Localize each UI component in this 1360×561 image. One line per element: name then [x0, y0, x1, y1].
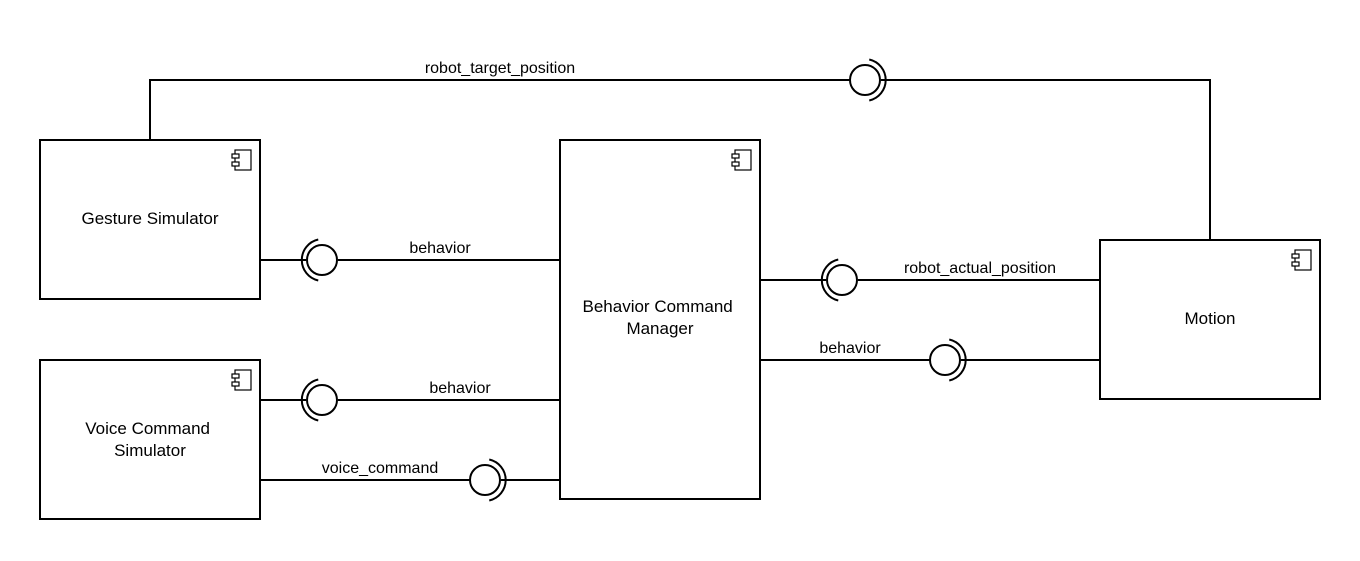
component-behavior-command-manager[interactable]: Behavior Command Manager: [559, 139, 761, 500]
wire-robot-target-position-end: [881, 79, 1211, 240]
component-label-line-2: Manager: [626, 319, 693, 338]
socket-arc-icon: [869, 58, 887, 102]
component-label: Gesture Simulator: [82, 209, 219, 228]
component-voice-command-simulator[interactable]: Voice Command Simulator: [39, 359, 261, 520]
label-gesture-behavior: behavior: [409, 240, 471, 257]
component-gesture-simulator[interactable]: Gesture Simulator: [39, 139, 261, 300]
component-label-line-2: Simulator: [114, 441, 186, 460]
wire-robot-target-position: [149, 79, 850, 140]
component-label-line-1: Gesture Simulator: [82, 209, 219, 228]
component-label-line-1: Voice Command: [85, 419, 210, 438]
component-box: [559, 139, 761, 500]
lollipop-ball-icon: [929, 344, 961, 376]
component-icon: [231, 369, 252, 391]
lollipop-ball-icon: [849, 64, 881, 96]
connector-robot-target-position: [849, 58, 887, 102]
connector-voice-behavior: [300, 378, 338, 422]
socket-arc-icon: [820, 258, 839, 302]
label-robot-target-position: robot_target_position: [425, 60, 575, 77]
label-robot-actual-position: robot_actual_position: [904, 260, 1056, 277]
component-label-line-1: Behavior Command: [583, 297, 733, 316]
connector-gesture-behavior: [300, 238, 338, 282]
component-icon: [731, 149, 752, 171]
lollipop-ball-icon: [826, 264, 858, 296]
component-label: Voice Command Simulator: [85, 419, 214, 460]
socket-arc-icon: [300, 378, 319, 422]
lollipop-ball-icon: [469, 464, 501, 496]
component-box: [1099, 239, 1321, 400]
lollipop-ball-icon: [306, 384, 338, 416]
socket-arc-icon: [489, 458, 507, 502]
component-motion[interactable]: Motion: [1099, 239, 1321, 400]
connector-voice-command: [469, 458, 507, 502]
component-label: Motion: [1184, 309, 1235, 328]
connector-motion-behavior: [929, 338, 967, 382]
component-icon: [231, 149, 252, 171]
connector-robot-actual-position: [820, 258, 858, 302]
component-icon: [1291, 249, 1312, 271]
component-label-line-1: Motion: [1184, 309, 1235, 328]
lollipop-ball-icon: [306, 244, 338, 276]
component-label: Behavior Command Manager: [583, 297, 738, 338]
label-voice-behavior: behavior: [429, 380, 491, 397]
component-box: [39, 139, 261, 300]
socket-arc-icon: [300, 238, 319, 282]
socket-arc-icon: [949, 338, 967, 382]
label-voice-command: voice_command: [322, 460, 439, 477]
label-motion-behavior: behavior: [819, 340, 881, 357]
component-box: [39, 359, 261, 520]
